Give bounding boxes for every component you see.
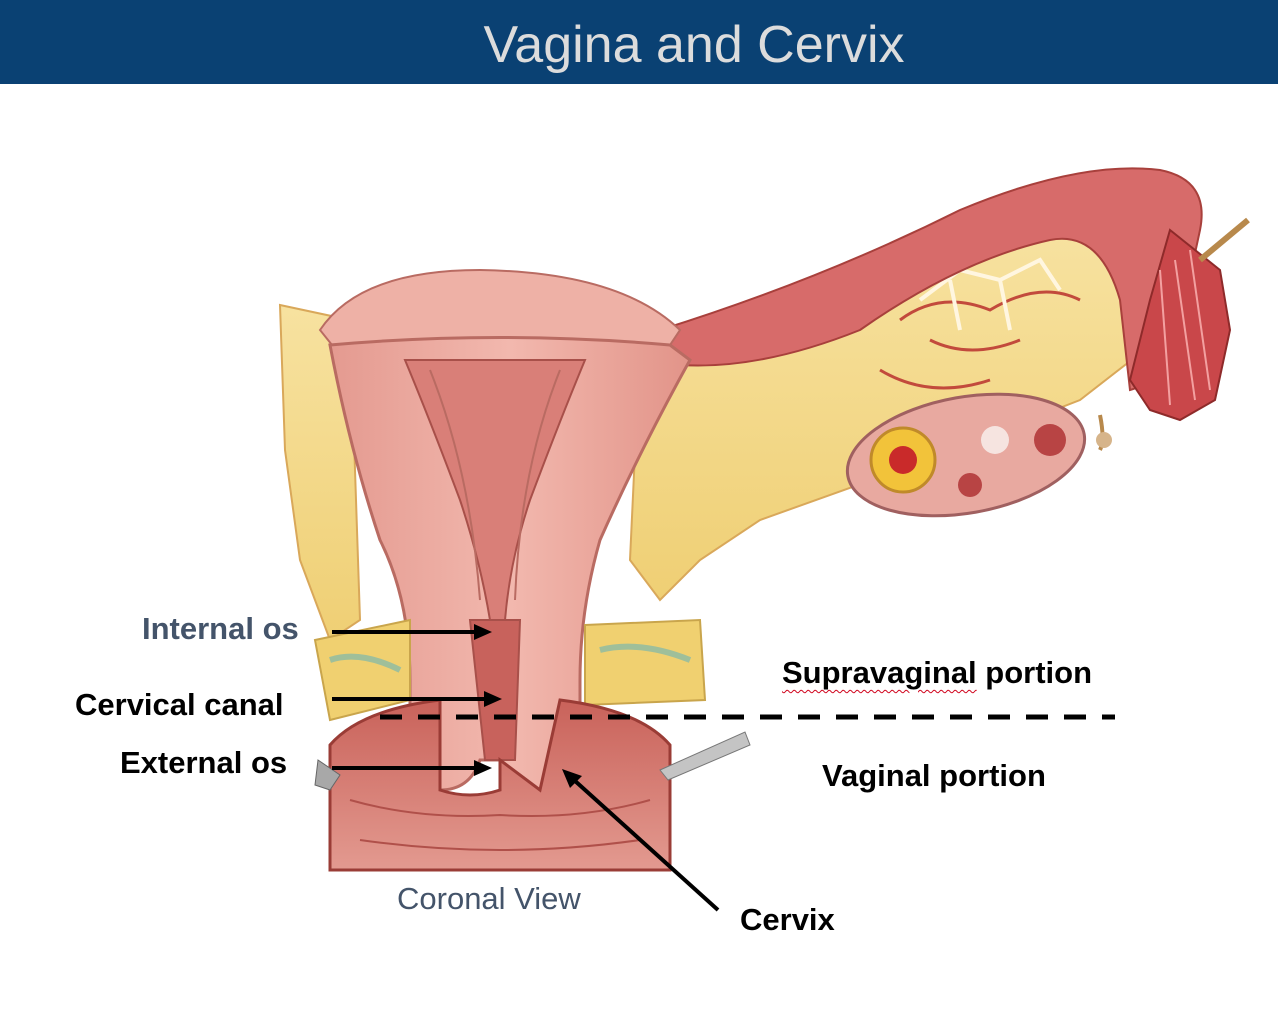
fimbriae <box>1128 228 1232 422</box>
arrow-external-os <box>332 760 492 776</box>
portion-word: portion <box>976 655 1093 690</box>
forceps-right <box>659 731 751 781</box>
uterus-illustration <box>278 167 1250 912</box>
arrow-cervix <box>562 769 720 912</box>
vagina <box>328 698 672 872</box>
title-bar <box>0 0 1278 84</box>
external-os-label: External os <box>120 745 288 780</box>
vessel-network <box>918 257 1062 331</box>
internal-os-label: Internal os <box>142 611 299 646</box>
slide-title: Vagina and Cervix <box>483 16 905 74</box>
cervical-canal-label: Cervical canal <box>75 687 284 722</box>
coronal-view-caption: Coronal View <box>397 881 581 916</box>
cervix-label: Cervix <box>740 902 835 937</box>
vaginal-portion-label: Vaginal portion <box>822 758 1046 793</box>
blood-vessels <box>879 290 1081 390</box>
supravaginal-word: Supravaginal <box>782 655 977 690</box>
arrow-cervical-canal <box>332 691 502 707</box>
supravaginal-portion-label: Supravaginal portion <box>782 655 1092 691</box>
arrow-internal-os <box>332 624 492 640</box>
